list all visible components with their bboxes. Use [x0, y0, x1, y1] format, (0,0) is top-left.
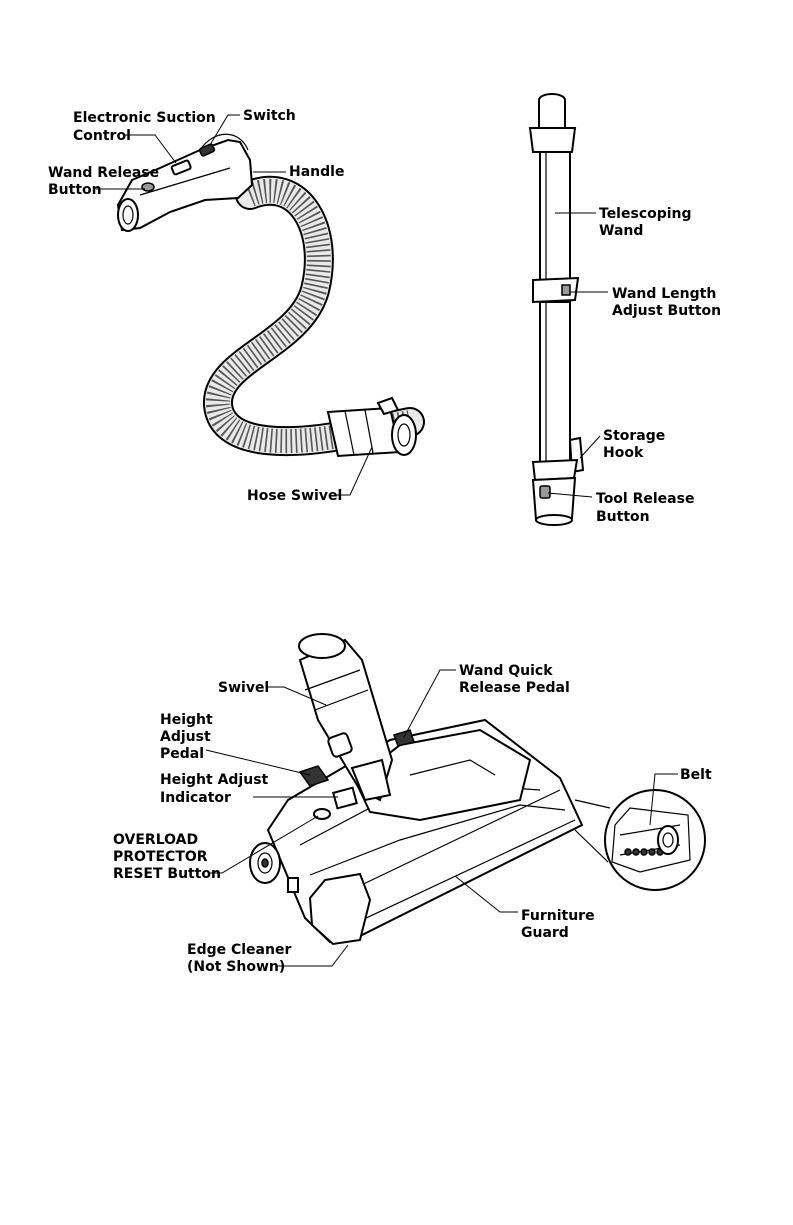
label-line: Wand Release: [48, 165, 159, 181]
label-line: Button: [596, 509, 650, 525]
label-belt: Belt: [680, 767, 712, 783]
label-hose-swivel: Hose Swivel: [247, 488, 342, 504]
label-line: Height: [160, 712, 213, 728]
label-line: Indicator: [160, 790, 231, 806]
label-line: Height Adjust: [160, 772, 269, 788]
label-storage-hook: Storage Hook: [603, 428, 670, 461]
label-furniture-guard: Furniture Guard: [521, 908, 599, 941]
label-overload-protector-reset-button: OVERLOAD PROTECTOR RESET Button: [113, 832, 221, 882]
label-line: (Not Shown): [187, 959, 285, 975]
label-handle: Handle: [289, 164, 344, 180]
label-line: Wand Quick: [459, 663, 553, 679]
label-line: Adjust: [160, 729, 211, 745]
label-line: Wand Length: [612, 286, 716, 302]
label-line: Telescoping: [599, 206, 692, 222]
label-wand-quick-release-pedal: Wand Quick Release Pedal: [459, 663, 570, 696]
label-switch: Switch: [243, 108, 296, 124]
label-line: Button: [48, 182, 102, 198]
label-line: Release Pedal: [459, 680, 570, 696]
label-line: Furniture: [521, 908, 595, 924]
label-swivel: Swivel: [218, 680, 269, 696]
label-line: RESET Button: [113, 866, 221, 882]
label-line: Control: [73, 128, 131, 144]
label-height-adjust-indicator: Height Adjust Indicator: [160, 772, 273, 806]
label-edge-cleaner: Edge Cleaner (Not Shown): [187, 942, 296, 975]
label-wand-length-adjust-button: Wand Length Adjust Button: [612, 286, 721, 319]
label-height-adjust-pedal: Height Adjust Pedal: [160, 712, 218, 762]
label-line: PROTECTOR: [113, 849, 208, 865]
label-line: Wand: [599, 223, 643, 239]
label-telescoping-wand: Telescoping Wand: [599, 206, 696, 239]
label-line: Edge Cleaner: [187, 942, 291, 958]
label-line: Adjust Button: [612, 303, 721, 319]
label-line: Electronic Suction: [73, 110, 216, 126]
label-line: Storage: [603, 428, 665, 444]
label-line: Tool Release: [596, 491, 694, 507]
label-electronic-suction-control: Electronic Suction Control: [73, 110, 221, 144]
label-line: Guard: [521, 925, 569, 941]
label-line: OVERLOAD: [113, 832, 198, 848]
wand-illustration: [530, 94, 583, 525]
label-line: Hook: [603, 445, 644, 461]
hose-handle-illustration: [118, 134, 416, 456]
label-tool-release-button: Tool Release Button: [596, 491, 699, 525]
label-line: Pedal: [160, 746, 204, 762]
